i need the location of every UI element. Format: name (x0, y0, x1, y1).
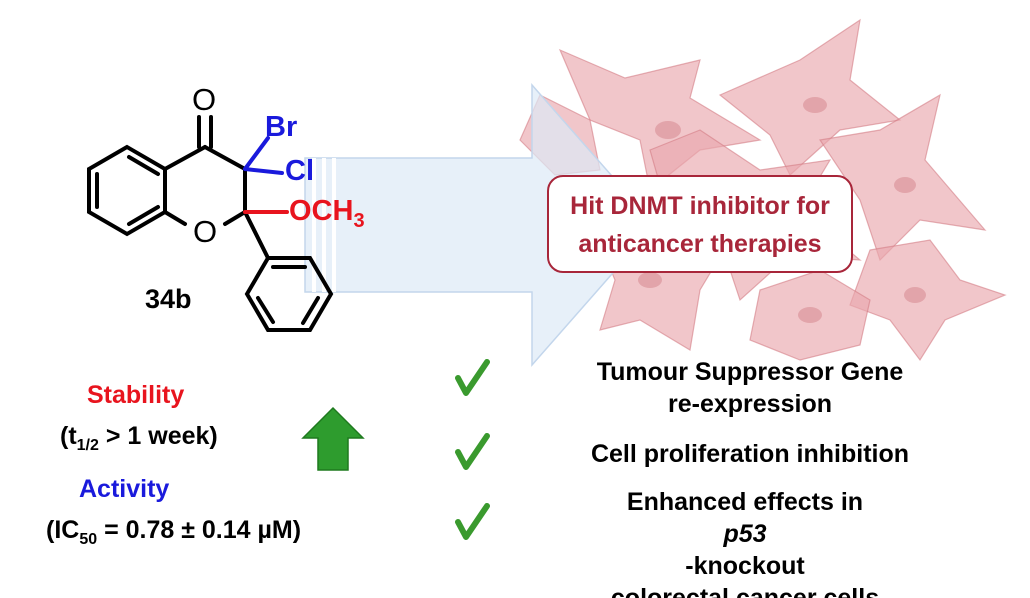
compound-label: 34b (145, 284, 192, 314)
effect-cell-proliferation: Cell proliferation inhibition (520, 438, 980, 470)
molecule-34b-bonds (87, 115, 334, 332)
effect-3-pre: Enhanced effects in (626, 488, 864, 516)
activity-heading: Activity (79, 475, 170, 503)
cell-6 (849, 239, 1007, 362)
effect-3-line-1: Enhanced effects in p53 -knockout (505, 486, 985, 582)
atom-carbonyl-oxygen: O (192, 82, 217, 117)
atom-bromo: Br (265, 111, 298, 143)
nucleus-5 (638, 272, 662, 288)
nucleus-4 (894, 177, 916, 193)
nucleus-1 (655, 121, 681, 139)
check-icon (455, 433, 490, 470)
big-arrow-shape (304, 83, 656, 367)
methoxy-subscript: 3 (353, 209, 365, 232)
methoxy-text: OCH (289, 195, 354, 227)
activity-prefix: (IC (46, 516, 80, 544)
up-arrow-icon (301, 406, 365, 471)
check-icon (455, 503, 490, 540)
hit-box-line-2: anticancer therapies (578, 230, 822, 258)
cell-1 (558, 48, 762, 192)
effect-1-line-2: re-expression (668, 390, 832, 418)
substituent-bonds (243, 136, 289, 214)
hit-box-line-1: Hit DNMT inhibitor for (570, 192, 830, 220)
atom-ring-oxygen: O (193, 214, 218, 249)
activity-suffix: = 0.78 ± 0.14 µM) (97, 516, 302, 544)
hit-box: Hit DNMT inhibitor for anticancer therap… (547, 175, 853, 273)
nucleus-7 (798, 307, 822, 323)
effect-1-line-1: Tumour Suppressor Gene (596, 358, 904, 386)
nucleus-6 (904, 287, 926, 303)
stability-value: (t1/2 > 1 week) (60, 422, 218, 455)
atom-methoxy: OCH3 (289, 195, 365, 233)
activity-value: (IC50 = 0.78 ± 0.14 µM) (46, 516, 301, 549)
effect-2-line-1: Cell proliferation inhibition (590, 440, 910, 468)
stability-suffix: > 1 week) (98, 422, 218, 450)
stability-prefix: (t (60, 422, 77, 450)
nucleus-2 (803, 97, 827, 113)
effect-3-line-2: colorectal cancer cells (610, 584, 880, 598)
effect-p53-knockout: Enhanced effects in p53 -knockout colorec… (505, 486, 985, 598)
stability-heading: Stability (87, 381, 185, 409)
atom-chloro: Cl (285, 155, 314, 187)
stability-subscript: 1/2 (76, 437, 99, 454)
check-icon (455, 359, 490, 396)
effect-tsg-reexpression: Tumour Suppressor Gene re-expression (540, 356, 960, 420)
effect-3-italic: p53 (723, 520, 767, 548)
activity-subscript: 50 (79, 531, 98, 548)
effect-3-post: -knockout (685, 552, 805, 580)
